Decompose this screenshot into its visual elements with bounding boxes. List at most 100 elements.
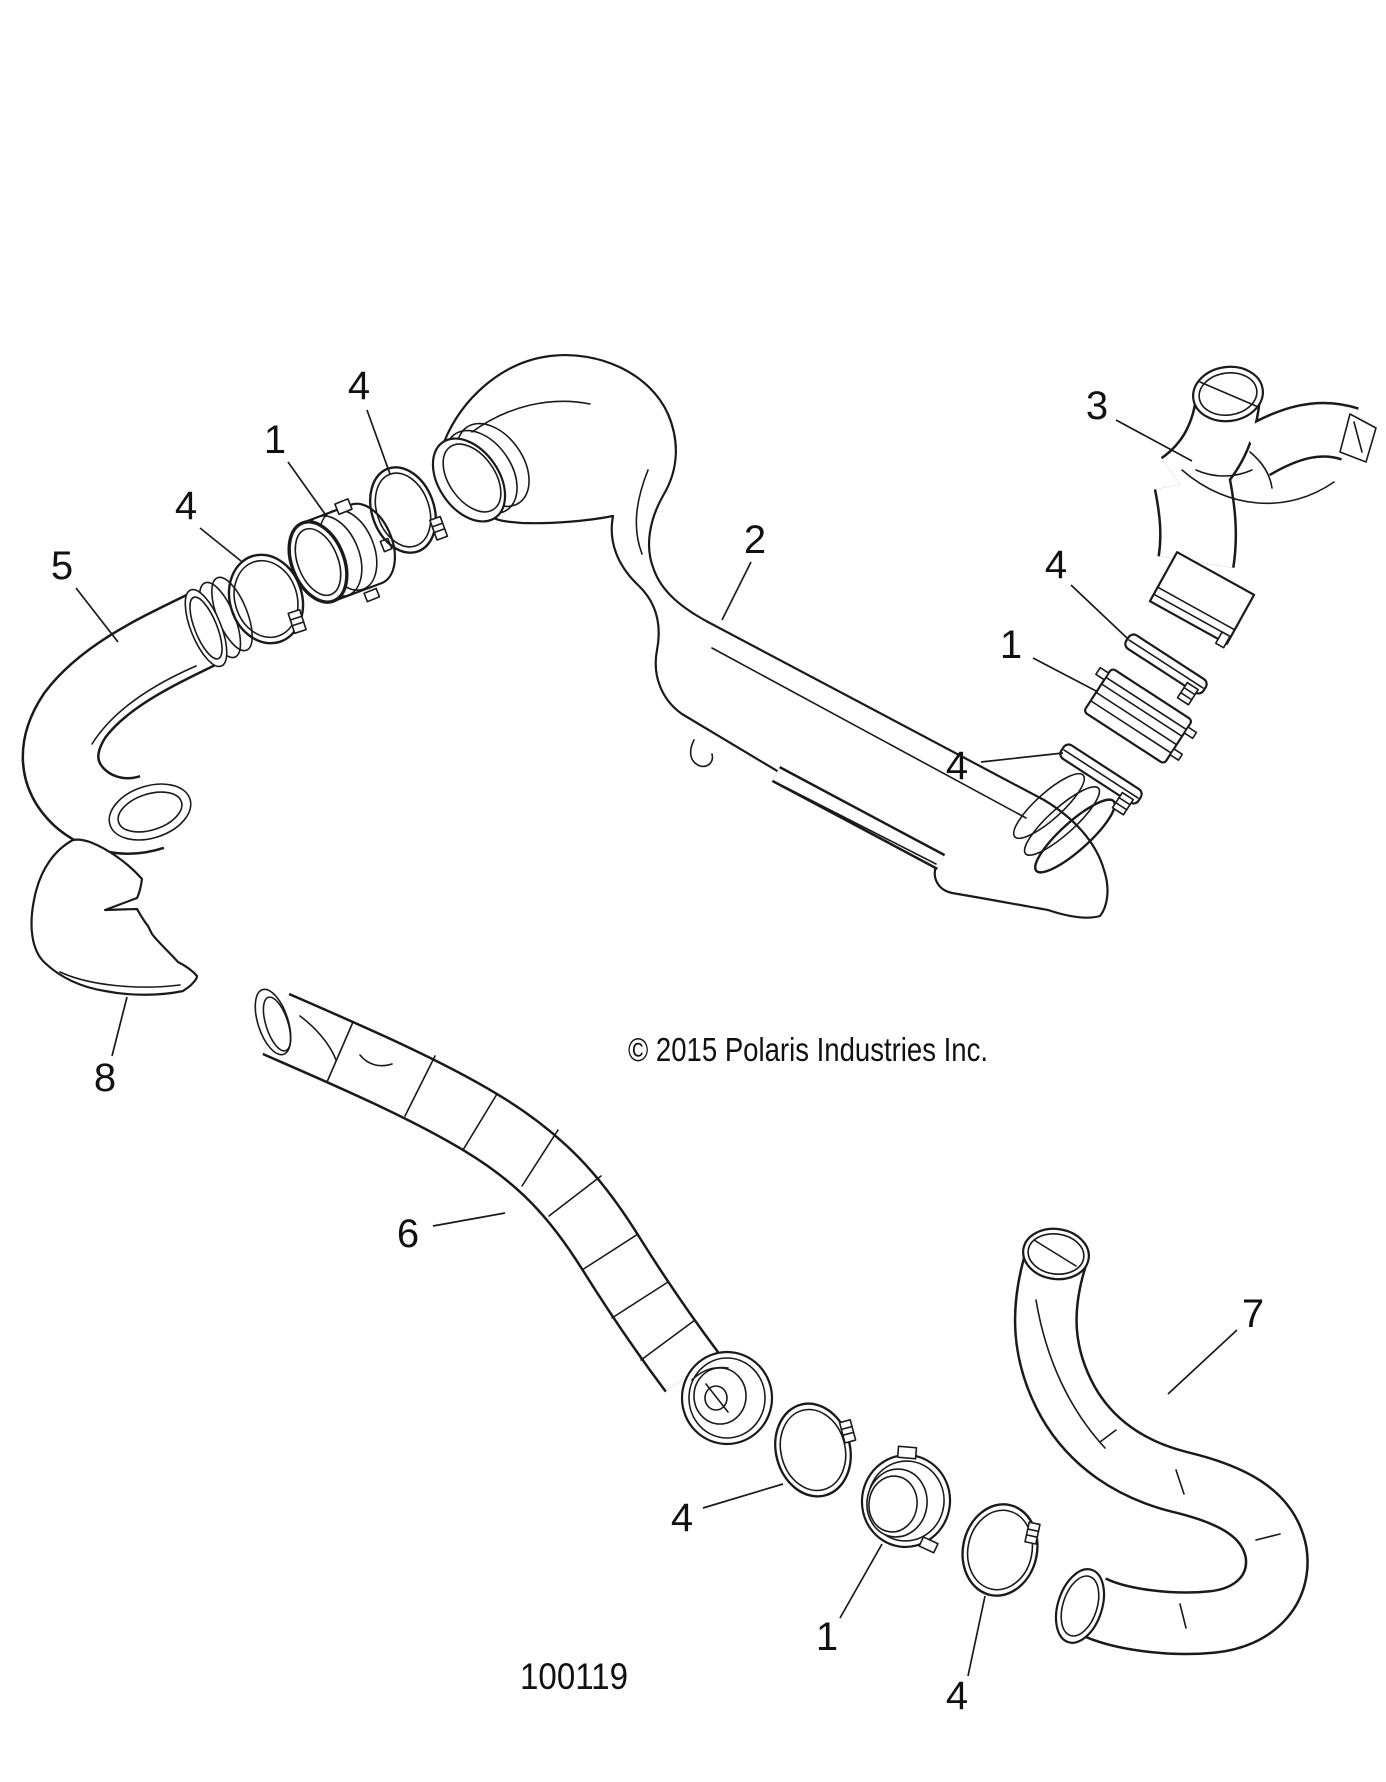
clamp-screw-thread	[433, 527, 446, 534]
callout-label-3-5: 3	[1086, 384, 1108, 428]
coupler-foot	[363, 587, 381, 603]
shield-outline	[30, 838, 199, 996]
duct-top-opening-inner	[1027, 1233, 1085, 1275]
callout-leader-6-10	[432, 1212, 506, 1227]
duct-s-seam	[635, 469, 649, 555]
coupler-foot	[918, 1536, 939, 1554]
clamp-screw	[838, 1418, 857, 1444]
coupler-body	[1084, 668, 1192, 764]
duct-opening-inner	[189, 596, 223, 660]
corrugation-band	[326, 1021, 354, 1083]
coupler-groove	[1100, 683, 1183, 738]
clamp-ring-inner	[374, 472, 432, 548]
callout-leader-4-0	[366, 409, 391, 475]
duct-body	[24, 595, 222, 853]
part-2-duct	[431, 354, 1116, 919]
duct-slot-inner-edge	[782, 785, 937, 865]
duct-slot	[772, 768, 945, 868]
coupler-tab	[334, 498, 353, 516]
duct-end-groove	[1023, 786, 1101, 856]
clamp-screw-thread	[289, 615, 303, 621]
duct-opening-inner	[262, 996, 292, 1052]
clamp-screw-thread	[1025, 1534, 1039, 1538]
clamp-screw-thread	[1118, 796, 1131, 806]
flange-hole	[704, 1385, 728, 1411]
coupler-pin	[1169, 748, 1184, 761]
clamp-ring	[227, 553, 305, 645]
clamp-screw-thread	[431, 522, 444, 528]
callout-leader-1-1	[287, 461, 326, 515]
callout-label-1-13: 1	[816, 1615, 838, 1659]
part-3-duct	[1148, 365, 1377, 649]
callout-label-4-12: 4	[671, 1496, 693, 1540]
part-4-clamp-strip-upper	[1124, 633, 1208, 706]
callout-leader-5-3	[75, 587, 119, 643]
callout-leader-3-5	[1115, 419, 1193, 462]
callout-label-4-6: 4	[1045, 543, 1067, 587]
corrugation-band	[521, 1129, 559, 1187]
tube-opening-inner	[1198, 372, 1258, 416]
clamp-screw-thread	[1026, 1528, 1040, 1533]
part-8-shield	[30, 838, 199, 996]
figure-number: 100119	[520, 1656, 628, 1697]
junction-fold-seam	[1181, 469, 1335, 505]
coupler-tab	[896, 1445, 918, 1460]
part-7-duct	[1013, 1227, 1309, 1656]
callout-leader-4-8	[980, 752, 1064, 763]
tube-cross-seam	[1195, 469, 1253, 477]
clamp-screw-thread	[842, 1431, 855, 1436]
horn-root-crease	[1249, 451, 1273, 489]
callout-label-8-9: 8	[94, 1056, 116, 1100]
clamp-band-edge	[1063, 749, 1139, 799]
callout-leader-4-12	[702, 1483, 784, 1509]
corrugation-band	[548, 1175, 602, 1217]
foot-rim-line	[1153, 593, 1232, 638]
flange-spoke-arc	[691, 1366, 729, 1381]
duct-silhouette	[442, 354, 1109, 919]
flange-spoke	[705, 1383, 729, 1413]
part-5-duct	[21, 576, 253, 855]
duct-end-opening-rim	[1054, 1568, 1106, 1644]
horn-body	[1243, 404, 1359, 475]
body-fill	[1156, 474, 1235, 568]
clamp-screw-thread	[840, 1425, 853, 1431]
clamp-screw-thread	[1183, 686, 1196, 696]
tube-opening-seam	[1199, 381, 1257, 407]
clamp-ring-inner	[966, 1509, 1034, 1591]
callout-leader-7-11	[1167, 1329, 1238, 1395]
duct-tick	[1099, 1429, 1117, 1443]
duct-end-cap	[108, 783, 192, 841]
coupler-groove	[1095, 691, 1178, 746]
part-6-duct	[254, 988, 774, 1446]
part-1-coupler-bottom	[860, 1445, 952, 1554]
corrugation-band	[404, 1055, 436, 1117]
part-1-coupler-right	[1084, 666, 1198, 764]
duct-seam	[91, 665, 197, 745]
callout-label-4-2: 4	[175, 484, 197, 528]
duct-top-opening-seam	[1033, 1239, 1077, 1267]
duct-wrinkle	[359, 1054, 393, 1067]
corrugation-band	[640, 1319, 696, 1361]
artwork	[21, 354, 1377, 1656]
callout-label-5-3: 5	[51, 544, 73, 588]
callout-label-4-8: 4	[946, 744, 968, 788]
horn-opening-inner	[1353, 421, 1363, 453]
callout-leader-1-13	[839, 1543, 883, 1619]
duct-end-rim	[1034, 798, 1116, 874]
callout-label-6-10: 6	[397, 1212, 419, 1256]
duct-tick	[1175, 1469, 1185, 1495]
clamp-screw-thread	[1179, 691, 1193, 701]
part-1-coupler-left	[287, 498, 396, 604]
clamp-screw	[1176, 681, 1200, 706]
foot-screw	[1214, 631, 1231, 649]
callout-label-1-1: 1	[264, 418, 286, 462]
clamp-screw-thread	[291, 621, 305, 627]
callout-leader-1-7	[1032, 657, 1099, 693]
duct-body	[1016, 1249, 1307, 1653]
duct-end-groove	[1012, 772, 1086, 840]
part-4-clamp-left-outer	[227, 553, 307, 645]
coupler-tab	[1095, 666, 1110, 681]
